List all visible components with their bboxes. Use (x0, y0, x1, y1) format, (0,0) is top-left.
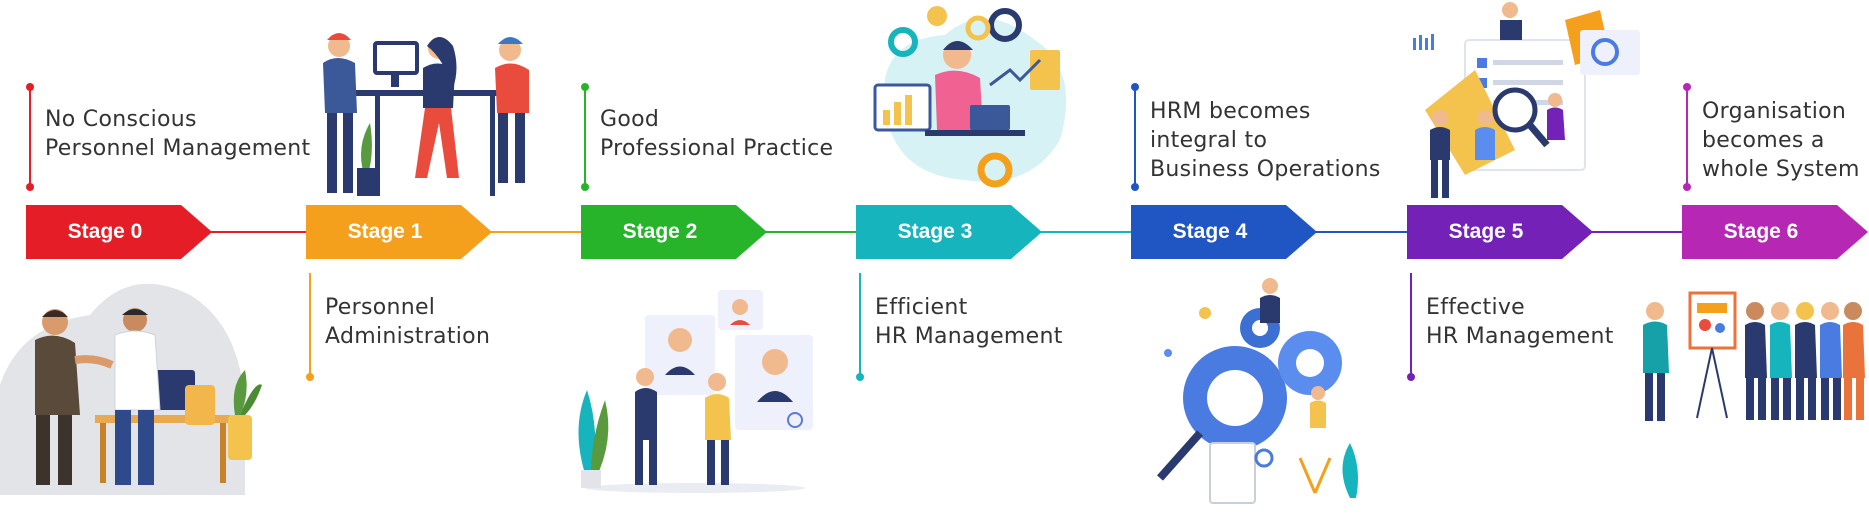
presentation-team-illustration (1643, 291, 1865, 421)
stage-3-note-line (859, 273, 861, 377)
stage-1-note-line (309, 273, 311, 377)
stage-4-note-line (1134, 87, 1136, 187)
stage-6-note-text: Organisation becomes a whole System (1702, 99, 1860, 182)
stage-2-label: Stage 2 (622, 220, 698, 243)
connector-2-3 (755, 231, 857, 233)
stage-1-label: Stage 1 (347, 220, 423, 243)
recruitment-profiles-illustration (578, 290, 813, 493)
team-meeting-illustration (323, 33, 529, 196)
stage-1-note-dot (306, 373, 314, 381)
connector-0-1 (205, 231, 307, 233)
stage-5-note-text: Effective HR Management (1426, 295, 1614, 349)
stage-4-note-dot-end (1131, 183, 1139, 191)
stage-0-note-dot (26, 83, 34, 91)
stage-6-note-line (1686, 87, 1688, 187)
stage-6-note-dot (1683, 83, 1691, 91)
stage-3-label: Stage 3 (897, 220, 973, 243)
stage-4-note-text: HRM becomes integral to Business Operati… (1150, 99, 1381, 182)
stage-0-arrow: Stage 0 (26, 205, 212, 259)
stage-2-note-line (584, 87, 586, 187)
stage-6-arrow: Stage 6 (1682, 205, 1868, 259)
stage-5-note-line (1410, 273, 1412, 377)
stage-4-label: Stage 4 (1172, 220, 1248, 243)
stage-6-note-dot-end (1683, 183, 1691, 191)
stage-4-arrow: Stage 4 (1131, 205, 1317, 259)
stage-0-label: Stage 0 (67, 220, 143, 243)
stage-0-note-text: No Conscious Personnel Management (45, 107, 311, 161)
connector-3-4 (1030, 231, 1132, 233)
stage-3-note-dot (856, 373, 864, 381)
stage-3-note-text: Efficient HR Management (875, 295, 1063, 349)
stage-5-label: Stage 5 (1448, 220, 1524, 243)
stage-0-note-dot-end (26, 183, 34, 191)
document-review-illustration (1413, 2, 1640, 198)
stage-2-note-text: Good Professional Practice (600, 107, 834, 161)
connector-5-6 (1580, 231, 1682, 233)
connector-1-2 (480, 231, 582, 233)
stage-4-note-dot (1131, 83, 1139, 91)
handshake-illustration (0, 283, 262, 495)
stage-5-arrow: Stage 5 (1407, 205, 1593, 259)
stage-1-arrow: Stage 1 (306, 205, 492, 259)
stage-0-note-line (29, 87, 31, 187)
stage-6-label: Stage 6 (1723, 220, 1799, 243)
gears-collaboration-illustration (1157, 278, 1358, 504)
stage-2-arrow: Stage 2 (581, 205, 767, 259)
connector-4-5 (1305, 231, 1407, 233)
stage-3-arrow: Stage 3 (856, 205, 1042, 259)
analytics-ideas-illustration (873, 6, 1067, 188)
stage-2-note-dot (581, 83, 589, 91)
stage-2-note-dot-end (581, 183, 589, 191)
stage-5-note-dot (1407, 373, 1415, 381)
stage-1-note-text: Personnel Administration (325, 295, 491, 349)
